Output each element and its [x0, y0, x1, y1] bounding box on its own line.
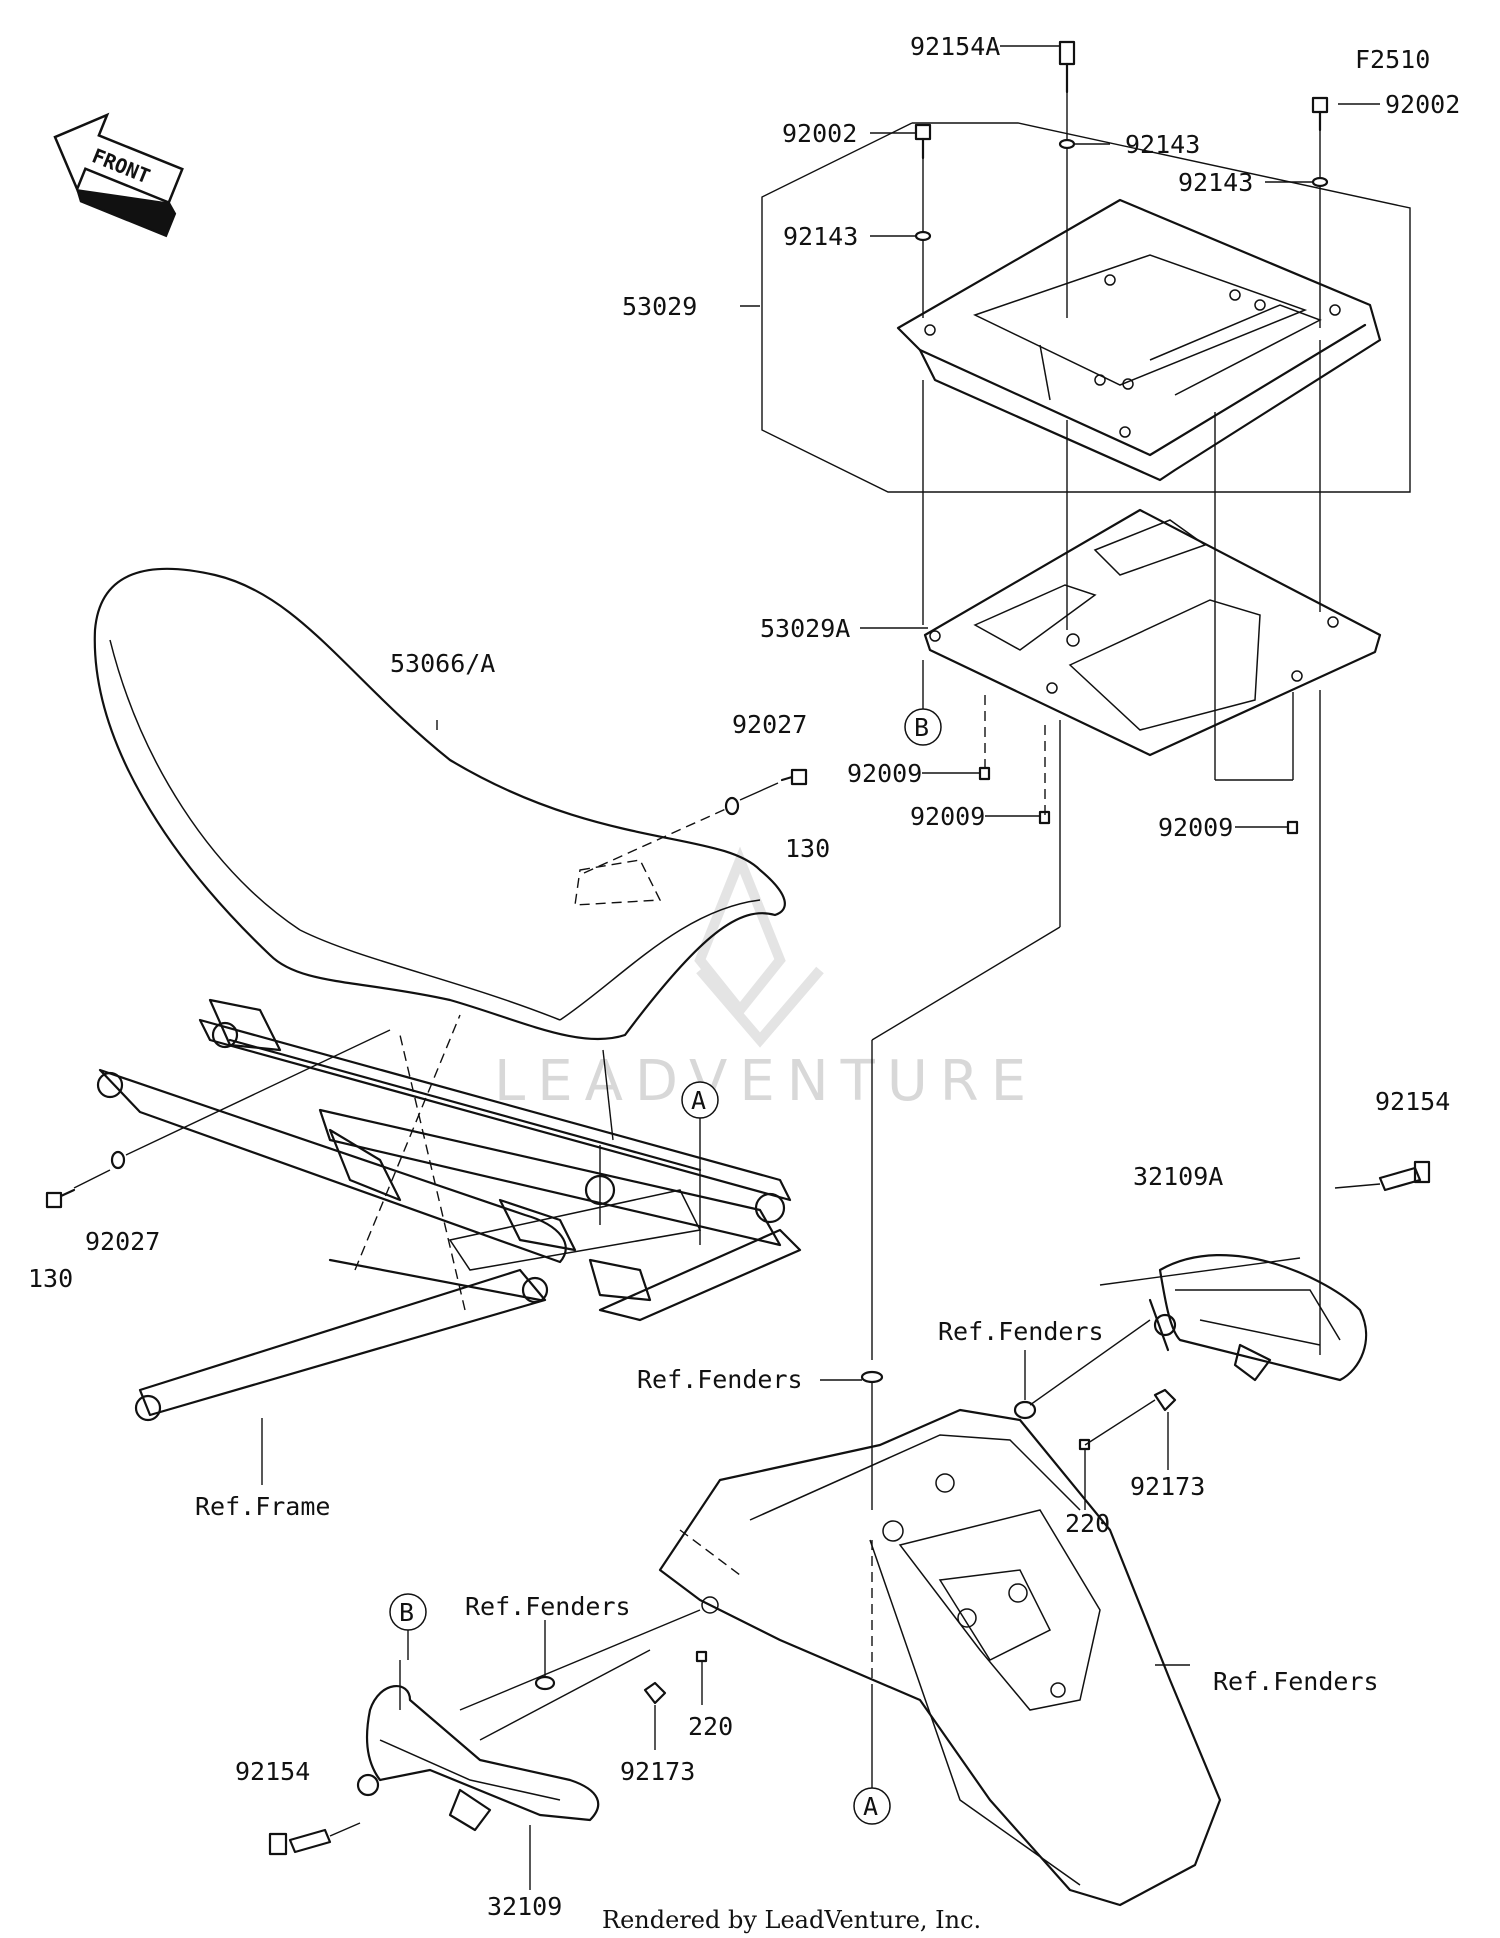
bolt-130-bottom [45, 1188, 76, 1209]
label-92143-left: 92143 [783, 222, 858, 251]
screw-220-right [1078, 1438, 1091, 1451]
clip-92173-right [1153, 1388, 1177, 1412]
callout-a-top: A [681, 1081, 719, 1245]
label-ref-frame: Ref.Frame [195, 1492, 330, 1521]
label-ref-fenders-right: Ref.Fenders [938, 1317, 1104, 1346]
callout-b-top: B [904, 708, 942, 746]
label-53029A: 53029A [760, 614, 850, 643]
label-92009-c: 92009 [1158, 813, 1233, 842]
label-ref-fenders-fender: Ref.Fenders [1213, 1667, 1379, 1696]
grab-bar-32109A [1148, 1254, 1368, 1382]
front-arrow-icon: FRONT [53, 112, 184, 238]
rear-frame [96, 998, 802, 1422]
label-220-left: 220 [688, 1712, 733, 1741]
bolt-92154-left [268, 1828, 332, 1856]
diagram-code: F2510 [1355, 45, 1430, 74]
bolt-92002-left [914, 123, 932, 160]
bolt-92002-right [1311, 96, 1329, 132]
label-53066A: 53066/A [390, 649, 495, 678]
bolt-92154-right [1378, 1160, 1431, 1192]
bolt-130-top [780, 768, 808, 786]
label-32109A: 32109A [1133, 1162, 1223, 1191]
label-92154A: 92154A [910, 32, 1000, 61]
label-92027-top: 92027 [732, 710, 807, 739]
label-92002-left: 92002 [782, 119, 857, 148]
screw-92009-b [1038, 810, 1051, 825]
clip-92173-left [643, 1681, 667, 1705]
label-130-top: 130 [785, 834, 830, 863]
label-92154-left: 92154 [235, 1757, 310, 1786]
label-92002-right: 92002 [1385, 90, 1460, 119]
label-92009-b: 92009 [910, 802, 985, 831]
rear-fender [658, 1408, 1222, 1907]
label-130-bottom: 130 [28, 1264, 73, 1293]
watermark: LEADVENTURE [494, 846, 1038, 1114]
label-32109: 32109 [487, 1892, 562, 1921]
washer-92143-center [1058, 138, 1076, 150]
label-ref-fenders-left: Ref.Fenders [465, 1592, 631, 1621]
grommet-ref-fenders-left [534, 1675, 556, 1691]
washer-92027-bottom [110, 1150, 126, 1170]
washer-92143-left [914, 230, 932, 242]
screw-92009-a [978, 766, 991, 781]
grab-bar-32109 [356, 1685, 600, 1832]
label-53029: 53029 [622, 292, 697, 321]
svg-text:A: A [691, 1086, 706, 1115]
svg-text:B: B [914, 713, 929, 742]
credit-text: Rendered by LeadVenture, Inc. [602, 1906, 981, 1934]
label-92154-right: 92154 [1375, 1087, 1450, 1116]
bolt-92154A [1058, 40, 1076, 94]
rear-carrier-53029 [761, 122, 1411, 757]
label-ref-fenders-center: Ref.Fenders [637, 1365, 803, 1394]
svg-text:A: A [863, 1792, 878, 1821]
seat-53066 [93, 567, 786, 1041]
label-220-right: 220 [1065, 1509, 1110, 1538]
callout-b-bottom: B [389, 1593, 427, 1660]
grommet-ref-fenders-right [1013, 1400, 1037, 1420]
svg-text:B: B [399, 1598, 414, 1627]
screw-220-left [695, 1650, 708, 1663]
label-92173-right: 92173 [1130, 1472, 1205, 1501]
callout-a-bottom: A [853, 1787, 891, 1825]
washer-92143-right [1311, 176, 1329, 188]
label-92173-left: 92173 [620, 1757, 695, 1786]
watermark-text: LEADVENTURE [494, 1049, 1038, 1114]
screw-92009-c [1286, 820, 1299, 835]
washer-ref-fenders-center [860, 1370, 884, 1384]
label-92009-a: 92009 [847, 759, 922, 788]
label-92143-right: 92143 [1178, 168, 1253, 197]
label-92143-center: 92143 [1125, 130, 1200, 159]
washer-92027-top [724, 796, 740, 816]
label-92027-bottom: 92027 [85, 1227, 160, 1256]
